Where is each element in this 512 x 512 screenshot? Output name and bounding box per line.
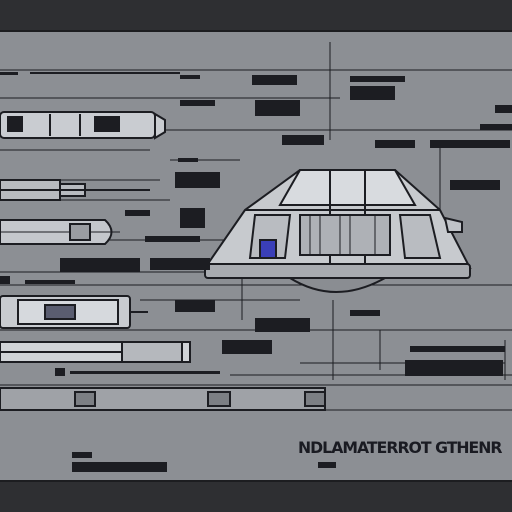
accent-panel [259, 239, 277, 259]
component-module [0, 295, 148, 329]
title-block: NDLAMATERROT GTHENR [298, 438, 512, 458]
component-cylinder [0, 219, 120, 245]
component-rail [0, 179, 150, 201]
guide-lines [0, 42, 512, 411]
base-bar [0, 387, 326, 411]
annotation-blocks [0, 72, 512, 472]
sheet-title: NDLAMATERROT GTHENR [298, 438, 503, 457]
component-bar [0, 341, 191, 363]
spacecraft-front-view [203, 169, 472, 293]
component-capsule-top [0, 111, 166, 140]
